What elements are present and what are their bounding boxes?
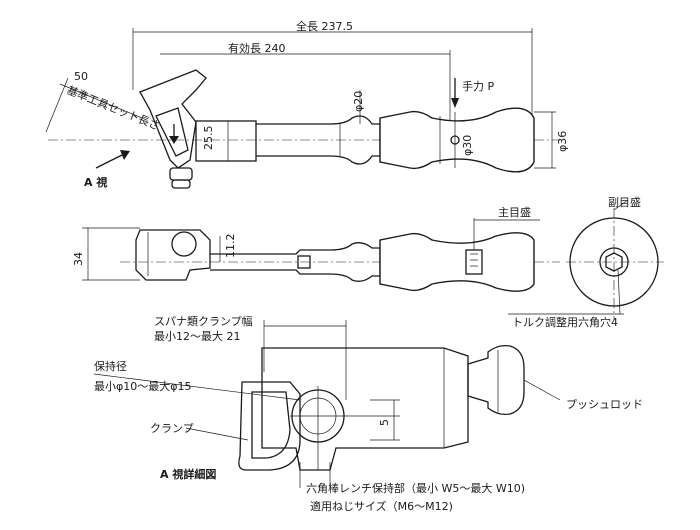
force-arrowhead [451,98,459,108]
overall-length-text: 全長 237.5 [296,19,353,33]
side-head [135,229,211,281]
holding-range-label: 最小φ10～最大φ15 [94,379,192,393]
hex-socket [605,252,623,272]
view-a-arrow [95,154,123,169]
hex-hole-label: トルク調整用六角穴4 [512,315,618,329]
end-inner-circle [599,247,629,277]
detail-view: スパナ類クランプ幅 最小12～最大 21 5 プッシュロッド 保持径 最小φ10… [93,315,643,513]
shaft-dia-text: φ20 [352,91,365,112]
top-head-inner [155,107,189,157]
end-outer-circle [569,217,659,307]
top-neck [195,120,257,162]
top-push-knob [169,167,193,181]
hex-holder-label: 六角棒レンチ保持部（最小 W5～最大 W10) [306,481,525,495]
side-grip [379,232,535,292]
clamp-label: クランプ [150,422,194,435]
spanner-clamp-label: スパナ類クランプ幅 [154,315,253,328]
holding-leader [93,373,301,401]
ref-length-value: 50 [74,70,88,83]
clamp-leader [185,427,249,441]
hex-hole-leader [617,269,621,315]
main-scale-label: 主目盛 [498,205,531,219]
top-grip [379,107,535,173]
effective-length-text: 有効長 240 [228,41,286,55]
end-dia-text: φ36 [556,131,569,152]
force-point-label: 手力 P [462,79,494,93]
side-view: 34 11.2 主目盛 [72,205,560,292]
depth-text: 5 [378,419,391,426]
view-a-arrowhead [120,150,130,160]
ref-dim-left [45,77,69,133]
clamp-arm [238,381,301,471]
side-head-roller [171,231,197,257]
thread-size-label: 適用ねじサイズ（M6～M12) [310,499,453,513]
detail-title: A 視詳細図 [160,467,216,481]
push-rod [467,344,525,416]
ref-length-label: 基準工具セット長さ [65,83,162,133]
sub-scale-label: 副目盛 [608,195,641,209]
side-height-text: 34 [72,252,85,266]
neck-height-text: 25.5 [202,126,215,151]
push-rod-leader [523,379,561,401]
side-offset-text: 11.2 [224,234,237,259]
ref-dim-line [59,83,143,119]
spanner-range-label: 最小12～最大 21 [154,329,241,343]
holding-dia-label: 保持径 [94,359,127,373]
top-arrowhead [169,136,179,144]
push-rod-label: プッシュロッド [566,398,643,411]
clamp-arm-inner [251,391,291,459]
top-view: 全長 237.5 有効長 240 50 基準工具セット長さ 25.5 φ20 φ… [45,19,569,189]
side-shaft-window [297,255,311,269]
view-a-label: A 視 [84,175,107,189]
grip-dia-text: φ30 [461,135,474,156]
sub-scale-leader [613,199,629,211]
end-view: 副目盛 トルク調整用六角穴4 [508,195,664,329]
top-push-knob-end [171,179,191,189]
